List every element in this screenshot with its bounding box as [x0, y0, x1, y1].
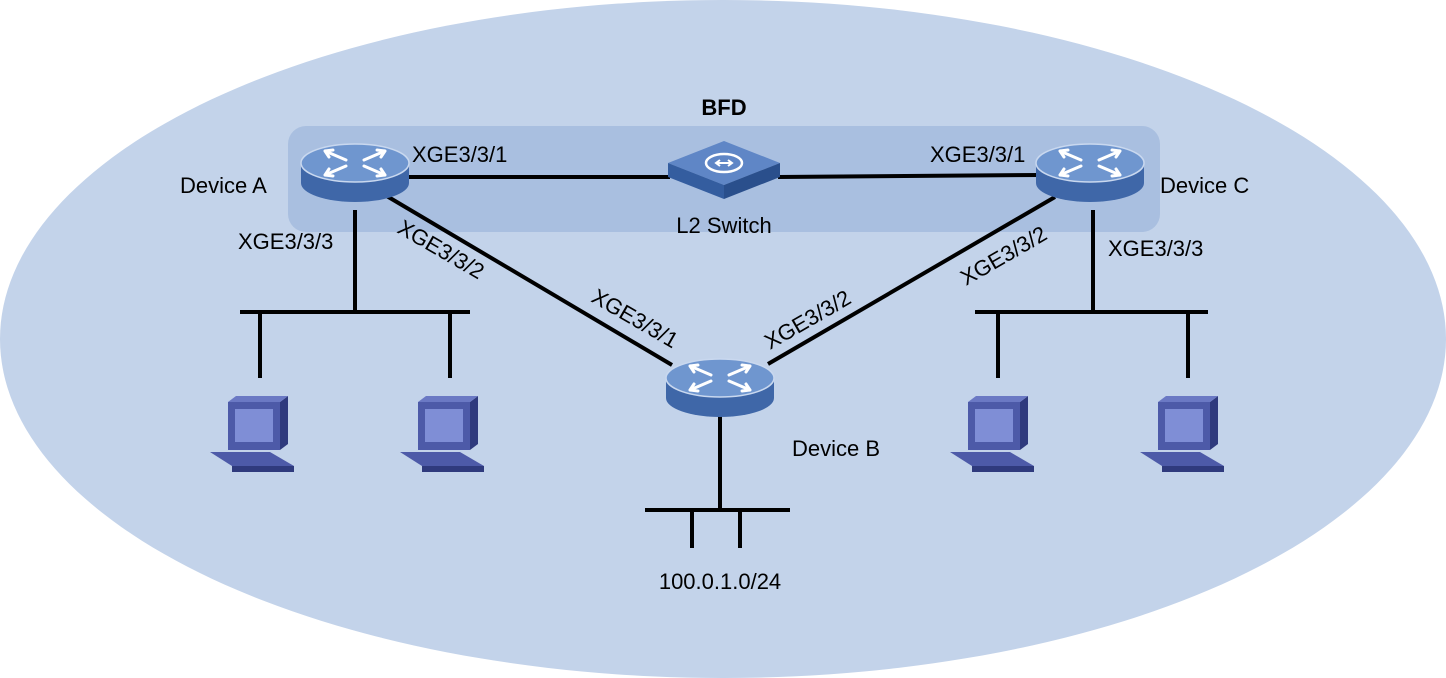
subnet-label: 100.0.1.0/24 — [659, 569, 781, 594]
link-c-b — [766, 195, 1057, 366]
link-switch-c — [777, 173, 1041, 179]
bfd-label: BFD — [701, 95, 746, 120]
device-b-label: Device B — [792, 436, 880, 461]
iface-a-switch: XGE3/3/1 — [412, 142, 507, 167]
router-icon — [299, 142, 411, 204]
device-a-label: Device A — [180, 173, 267, 198]
router-icon — [1034, 142, 1146, 204]
iface-a-lan: XGE3/3/3 — [238, 229, 333, 254]
device-c — [1034, 142, 1146, 204]
switch-label: L2 Switch — [676, 213, 771, 238]
device-c-label: Device C — [1160, 173, 1249, 198]
device-b — [664, 357, 776, 419]
router-icon — [664, 357, 776, 419]
device-a — [299, 142, 411, 204]
link-a-b — [383, 193, 674, 367]
iface-c-lan: XGE3/3/3 — [1108, 236, 1203, 261]
iface-c-switch: XGE3/3/1 — [930, 142, 1025, 167]
